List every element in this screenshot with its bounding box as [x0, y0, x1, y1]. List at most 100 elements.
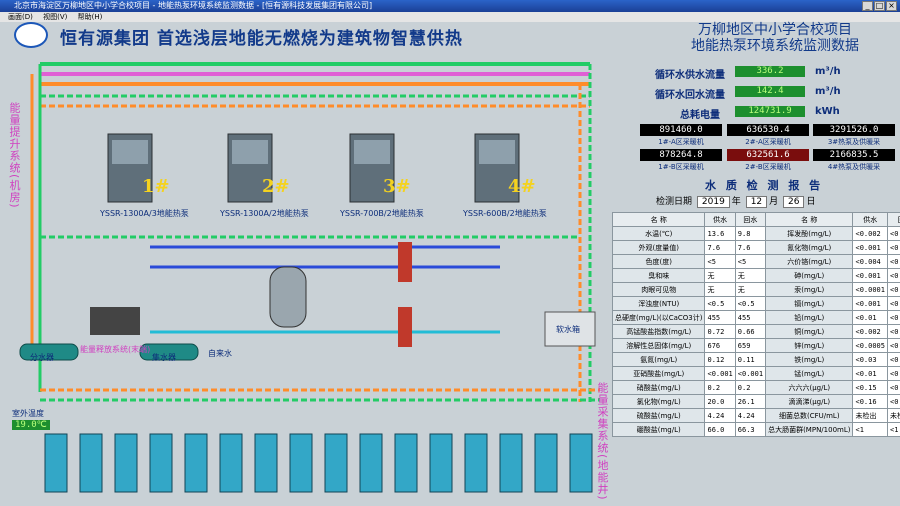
wq-item-name: 外观(度量值) — [611, 240, 706, 255]
unit-4-number: 4# — [508, 176, 536, 197]
wq-item-name: 镉(mg/L) — [765, 296, 854, 311]
wq-item-value: <0.004 — [852, 254, 888, 269]
heat-pump-4[interactable] — [474, 133, 520, 203]
wq-item-value: <0.0001 — [887, 282, 900, 297]
menu-bar: 画面(D) 视图(V) 帮助(H) — [0, 12, 900, 22]
meter-1b: 878264.8 — [640, 149, 722, 161]
water-quality-title: 水 质 检 测 报 告 — [705, 179, 824, 192]
wq-item-value: 659 — [734, 338, 767, 353]
wq-item-value: <0.004 — [887, 254, 900, 269]
slogan-banner: 恒有源集团 首选浅层地能无燃烧为建筑物智慧供热 — [60, 29, 463, 49]
menu-item-help[interactable]: 帮助(H) — [77, 13, 103, 21]
wq-item-value: <0.15 — [852, 380, 888, 395]
unit-1-number: 1# — [142, 176, 170, 197]
end-transfer-coil — [90, 307, 140, 335]
heat-pump-3[interactable] — [349, 133, 395, 203]
menu-item-view[interactable]: 视图(V) — [43, 13, 68, 21]
supply-flow-unit: m³/h — [815, 66, 841, 77]
wq-item-value: <0.01 — [887, 366, 900, 381]
wq-item-name: 汞(mg/L) — [765, 282, 854, 297]
date-year[interactable]: 2019 — [696, 196, 730, 208]
wq-item-value: 无 — [734, 282, 767, 297]
unit-3-number: 3# — [383, 176, 411, 197]
date-day[interactable]: 26 — [783, 196, 805, 208]
wq-item-value: <0.03 — [887, 352, 900, 367]
wq-item-name: 铜(mg/L) — [765, 324, 854, 339]
meter-3: 3291526.0 — [813, 124, 895, 136]
date-month[interactable]: 12 — [745, 196, 768, 208]
wq-item-value: <0.01 — [887, 310, 900, 325]
heat-exchanger-1[interactable] — [398, 242, 412, 282]
wq-item-value: 未检出 — [852, 408, 888, 423]
wq-row: 总硬度(mg/L)(以CaCO3计)455455铅(mg/L)<0.01<0.0… — [611, 310, 900, 325]
meter-2b-label: 2#-B区采暖机 — [745, 163, 791, 171]
wq-item-value: 无 — [704, 268, 736, 283]
wq-item-name: 砷(mg/L) — [765, 268, 854, 283]
heat-pump-2[interactable] — [227, 133, 273, 203]
wq-item-name: 色度(度) — [611, 254, 706, 269]
month-unit: 月 — [769, 197, 779, 207]
wq-item-value: <1 — [887, 422, 900, 437]
energy-lift-label: 能量提升系统(机房) — [8, 102, 21, 209]
wq-item-value: <0.001 — [887, 240, 900, 255]
wq-item-value: <0.0001 — [852, 282, 888, 297]
wq-header: 供水 — [704, 212, 736, 227]
minimize-button[interactable]: _ — [862, 1, 873, 11]
wq-item-name: 细菌总数(CFU/mL) — [765, 408, 854, 423]
project-subtitle: 地能热泵环境系统监测数据 — [691, 38, 859, 54]
supply-flow-label: 循环水供水流量 — [655, 70, 725, 81]
wq-item-name: 滴滴涕(μg/L) — [765, 394, 854, 409]
date-label: 检测日期 — [656, 197, 693, 207]
wq-header-row: 名 称 供水 回水 名 称 供水 回水 — [611, 212, 900, 227]
wq-item-value: 0.2 — [734, 380, 767, 395]
wq-header: 名 称 — [611, 212, 706, 227]
energy-collect-label: 能量采集系统(地能井) — [596, 382, 609, 501]
wq-item-value: 66.0 — [704, 422, 736, 437]
wq-item-value: 无 — [734, 268, 767, 283]
wq-item-name: 锌(mg/L) — [765, 338, 854, 353]
wq-item-value: <0.15 — [887, 380, 900, 395]
meter-4-label: 4#热泵及供暖采 — [827, 163, 881, 171]
menu-item-display[interactable]: 画面(D) — [8, 13, 33, 21]
outdoor-temp-label: 室外温度 — [12, 409, 44, 418]
buffer-tank[interactable] — [269, 266, 307, 328]
wq-item-value: 0.72 — [704, 324, 736, 339]
wq-item-name: 硝酸盐(mg/L) — [611, 380, 706, 395]
heat-exchanger-2[interactable] — [398, 307, 412, 347]
wq-item-value: 13.6 — [704, 226, 736, 241]
water-tank[interactable] — [544, 311, 596, 347]
close-button[interactable]: × — [886, 1, 897, 11]
meter-2b: 632561.6 — [727, 149, 809, 161]
collector-tank[interactable] — [19, 343, 79, 361]
distributor-tank[interactable] — [139, 343, 199, 361]
wq-item-name: 挥发酚(mg/L) — [765, 226, 854, 241]
wq-item-name: 总硬度(mg/L)(以CaCO3计) — [611, 310, 706, 325]
unit-4-model: YSSR-600B/2地能热泵 — [463, 209, 547, 218]
meter-1a-label: 1#-A区采暖机 — [658, 138, 704, 146]
outdoor-temp-value: 19.0℃ — [12, 420, 50, 430]
heat-pump-1[interactable] — [107, 133, 153, 203]
wq-item-value: 7.6 — [734, 240, 767, 255]
water-quality-table: 名 称 供水 回水 名 称 供水 回水 水温(℃)13.69.8挥发酚(mg/L… — [611, 212, 900, 437]
meter-2a-label: 2#-A区采暖机 — [745, 138, 791, 146]
wq-item-value: 4.24 — [704, 408, 736, 423]
wq-item-value: <0.0005 — [852, 338, 888, 353]
return-flow-unit: m³/h — [815, 86, 841, 97]
wq-item-name: 六六六(μg/L) — [765, 380, 854, 395]
wq-item-value: <0.002 — [887, 226, 900, 241]
wq-item-value: 未检出 — [887, 408, 900, 423]
maximize-button[interactable]: □ — [874, 1, 885, 11]
meter-1b-label: 1#-B区采暖机 — [658, 163, 704, 171]
wells — [44, 433, 593, 493]
wq-item-value: <0.16 — [887, 394, 900, 409]
wq-item-name: 氨氮(mg/L) — [611, 352, 706, 367]
year-unit: 年 — [731, 197, 741, 207]
wq-item-value: <0.001 — [704, 366, 736, 381]
wq-item-value: <0.01 — [852, 310, 888, 325]
